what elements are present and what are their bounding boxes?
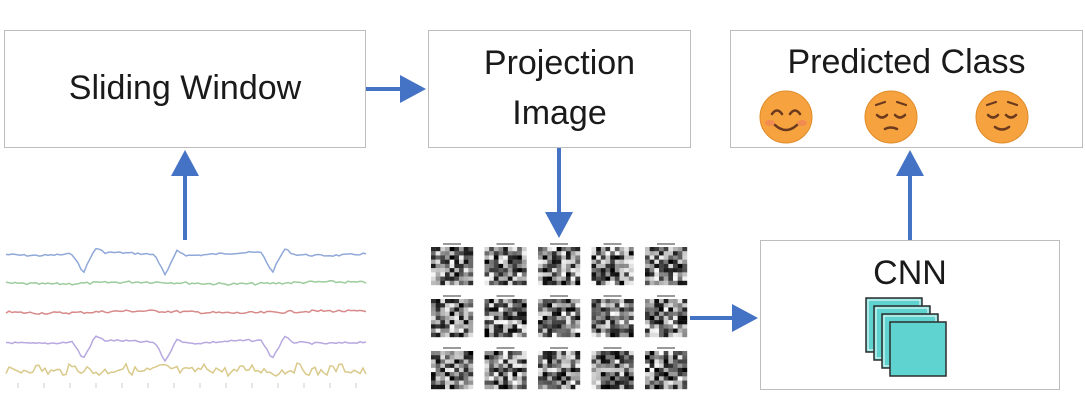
projection-image-thumbnail [484, 295, 527, 338]
cnn-layer [889, 321, 947, 377]
projection-image-thumbnail [538, 295, 581, 338]
signal-trace [5, 309, 367, 315]
signal-trace [5, 362, 367, 378]
projection-image-thumbnail [538, 347, 581, 390]
arrow-projection-to-grid [545, 148, 573, 238]
signal-trace [5, 247, 367, 277]
projection-image-thumbnail [645, 347, 688, 390]
cnn-layers-icon [865, 297, 947, 377]
projection-image-thumbnail [591, 295, 634, 338]
relieved-face-icon [975, 90, 1029, 144]
projection-image-thumbnail [538, 243, 581, 286]
projection-image-label-line1: Projection [483, 44, 636, 82]
projection-image-thumbnail [645, 243, 688, 286]
projection-image-thumbnail [591, 243, 634, 286]
projection-image-thumbnail [591, 347, 634, 390]
signal-traces [5, 247, 367, 388]
arrow-cnn-to-predicted-class [896, 150, 924, 240]
projection-image-thumbnail [484, 347, 527, 390]
cnn-label: CNN [873, 254, 947, 292]
arrow-grid-to-cnn [690, 304, 758, 332]
projection-image-grid [431, 243, 688, 390]
signal-trace [5, 335, 367, 363]
signal-trace [5, 280, 367, 286]
sliding-window-box [4, 30, 366, 148]
projection-image-thumbnail [431, 243, 474, 286]
pensive-face-icon [864, 90, 918, 144]
projection-image-thumbnail [431, 347, 474, 390]
projection-image-thumbnail [484, 243, 527, 286]
projection-image-label-line2: Image [512, 94, 607, 132]
flow-arrows [171, 75, 924, 332]
sliding-window-label: Sliding Window [68, 69, 302, 107]
smiling-face-icon [759, 90, 813, 144]
projection-image-thumbnail [645, 295, 688, 338]
arrow-sliding-window-to-projection [366, 75, 426, 103]
projection-image-box [428, 30, 691, 148]
projection-image-thumbnail [431, 295, 474, 338]
predicted-class-label: Predicted Class [787, 43, 1026, 81]
predicted-class-faces [759, 90, 1029, 144]
arrow-signals-to-sliding-window [171, 150, 199, 240]
